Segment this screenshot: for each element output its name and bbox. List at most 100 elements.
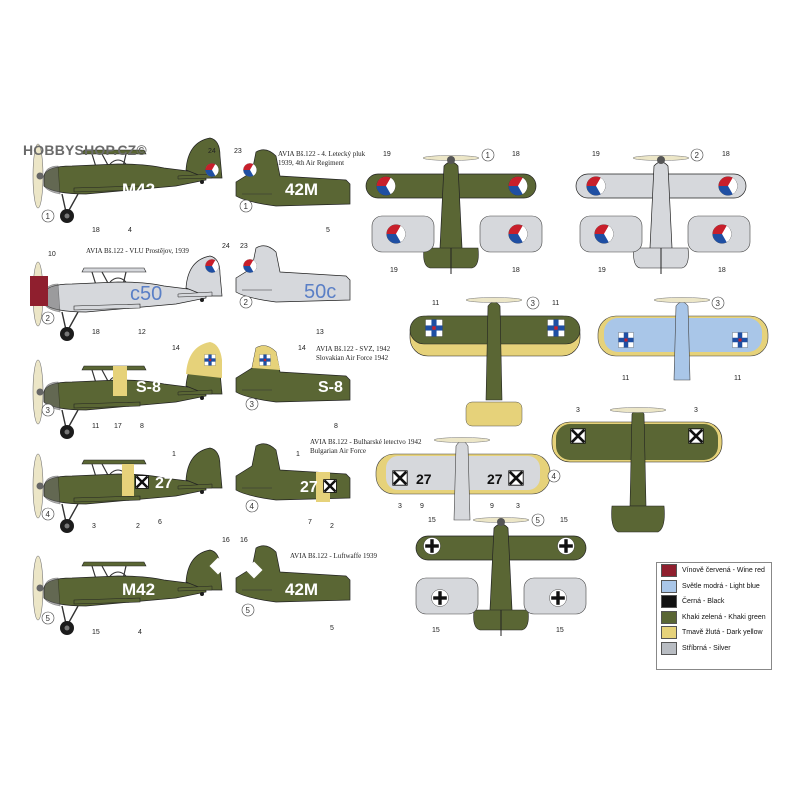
callout-11-top-3b: 11: [552, 300, 559, 307]
callout-3-under-4a: 3: [398, 503, 402, 510]
top-view-plane-4: [551, 407, 723, 533]
code-c50-rear: 50c: [304, 281, 336, 303]
caption-v4-line1: AVIA Bš.122 - Bulharské letectvo 1942: [310, 438, 422, 446]
callout-15-under-5a: 15: [432, 627, 440, 634]
legend-swatch-black: [661, 595, 677, 609]
diamond-marking-side-5: [209, 557, 227, 575]
legend-row-wine-red: Vínově červená - Wine red: [661, 563, 771, 579]
variant-marker-2: 2: [41, 311, 55, 325]
roundel-cz-under-1b: [508, 224, 528, 244]
variant-markers: 1 1 1 2 2 2 3 3 3 3 4 4 4 5 5 5: [41, 148, 725, 625]
callout-11-under-3a: 11: [622, 375, 629, 382]
callout-4-v5: 4: [138, 629, 142, 636]
callout-5-v1: 5: [326, 227, 330, 234]
roundel-cz-under-2b: [712, 224, 732, 244]
svg-text:3: 3: [531, 299, 536, 308]
caption-v1-line1: AVIA Bš.122 - 4. Letecký pluk: [278, 150, 366, 158]
callout-18-top-1: 18: [512, 151, 520, 158]
callout-23-v1: 23: [234, 148, 242, 155]
svg-text:1: 1: [486, 151, 491, 160]
callout-18-v1: 18: [92, 227, 100, 234]
roundel-cz-under-1a: [386, 224, 406, 244]
code-27-under-a: 27: [416, 471, 432, 487]
callout-18-under-1: 18: [512, 267, 520, 274]
legend-row-silver: Stříbrná - Silver: [661, 641, 771, 657]
top-view-plane-2: [575, 155, 747, 275]
legend-label-black: Černá - Black: [682, 598, 725, 606]
roundel-de-top-5b: [557, 537, 575, 555]
callout-10-v2: 10: [48, 251, 56, 258]
roundel-cz-top-1a: [376, 176, 396, 196]
variant-marker-3-rear: 3: [245, 397, 259, 411]
variant-marker-1: 1: [41, 209, 55, 223]
svg-text:4: 4: [250, 502, 255, 511]
underside-plane-4: 27 27: [375, 437, 551, 521]
side-view-plane-2: [32, 255, 223, 342]
callout-17-v3: 17: [114, 423, 122, 430]
code-27-rear: 27: [300, 479, 318, 496]
markings-side-1: M42: [122, 163, 219, 199]
caption-v5: AVIA Bš.122 - Luftwaffe 1939: [290, 552, 378, 560]
variant-marker-5-rear: 5: [241, 603, 255, 617]
roundel-de-under-5b: [549, 589, 567, 607]
caption-v4-line2: Bulgarian Air Force: [310, 447, 366, 455]
variant-marker-2-rear: 2: [239, 295, 253, 309]
roundel-cz-rear-1: [243, 163, 257, 177]
roundel-cz-top-1b: [508, 176, 528, 196]
code-m42-side-5: M42: [122, 580, 155, 599]
callout-24-v1: 24: [208, 148, 216, 155]
callout-15-top-5a: 15: [428, 517, 436, 524]
underside-plane-3: [597, 297, 769, 381]
variant-marker-4: 4: [41, 507, 55, 521]
roundel-cz-top-2b: [718, 176, 738, 196]
legend-label-light-blue: Světle modrá - Light blue: [682, 582, 760, 590]
callout-12-v2: 12: [138, 329, 146, 336]
callout-24-v2: 24: [222, 243, 230, 250]
roundel-bg-rear-4: [322, 478, 338, 494]
svg-text:5: 5: [46, 614, 51, 623]
callout-6-v4: 6: [158, 519, 162, 526]
svg-text:4: 4: [46, 510, 51, 519]
callout-18-under-2: 18: [718, 267, 726, 274]
callout-19-top-1: 19: [383, 151, 391, 158]
callout-11-under-3b: 11: [734, 375, 741, 382]
caption-v2: AVIA Bš.122 - VLU Prostějov, 1939: [86, 247, 189, 255]
legend-swatch-dark-yellow: [661, 626, 677, 640]
svg-text:2: 2: [244, 298, 249, 307]
yellow-fuselage-band-4: [122, 464, 134, 496]
shop-watermark: HOBBYSHOP.CZ©: [23, 142, 147, 158]
wine-red-cowling: [30, 276, 48, 306]
callout-19-top-2: 19: [592, 151, 600, 158]
svg-text:5: 5: [246, 606, 251, 615]
legend-row-dark-yellow: Tmavě žlutá - Dark yellow: [661, 625, 771, 641]
callout-19-under-2: 19: [598, 267, 606, 274]
roundel-cz-under-2a: [594, 224, 614, 244]
caption-v3-line2: Slovakian Air Force 1942: [316, 354, 389, 362]
svg-text:2: 2: [46, 314, 51, 323]
variant-marker-2-top: 2: [690, 148, 704, 162]
callout-15-top-5b: 15: [560, 517, 568, 524]
callout-14-v3: 14: [172, 345, 180, 352]
caption-v1-line2: 1939, 4th Air Regiment: [278, 159, 345, 167]
callout-9-under-4b: 9: [490, 503, 494, 510]
legend-row-khaki-green: Khaki zelená - Khaki green: [661, 610, 771, 626]
svg-text:1: 1: [46, 212, 51, 221]
legend-row-light-blue: Světle modrá - Light blue: [661, 579, 771, 595]
diamond-marking-rear-5: [245, 561, 263, 579]
callout-5-rear-5: 5: [330, 625, 334, 632]
legend-row-black: Černá - Black: [661, 594, 771, 610]
code-m42-side: M42: [122, 180, 155, 199]
variant-marker-1-top: 1: [481, 148, 495, 162]
callout-3-top-4a: 3: [576, 407, 580, 414]
legend-label-dark-yellow: Tmavě žlutá - Dark yellow: [682, 629, 763, 637]
variant-marker-4-under: 4: [547, 469, 561, 483]
legend-swatch-wine-red: [661, 564, 677, 578]
variant-marker-3: 3: [41, 403, 55, 417]
callout-16-v5: 16: [222, 537, 230, 544]
top-view-plane-3: [409, 297, 581, 427]
roundel-de-top-5a: [423, 537, 441, 555]
legend-label-silver: Stříbrná - Silver: [682, 644, 731, 652]
code-27-side: 27: [155, 475, 173, 492]
callout-11-top-3a: 11: [432, 300, 439, 307]
